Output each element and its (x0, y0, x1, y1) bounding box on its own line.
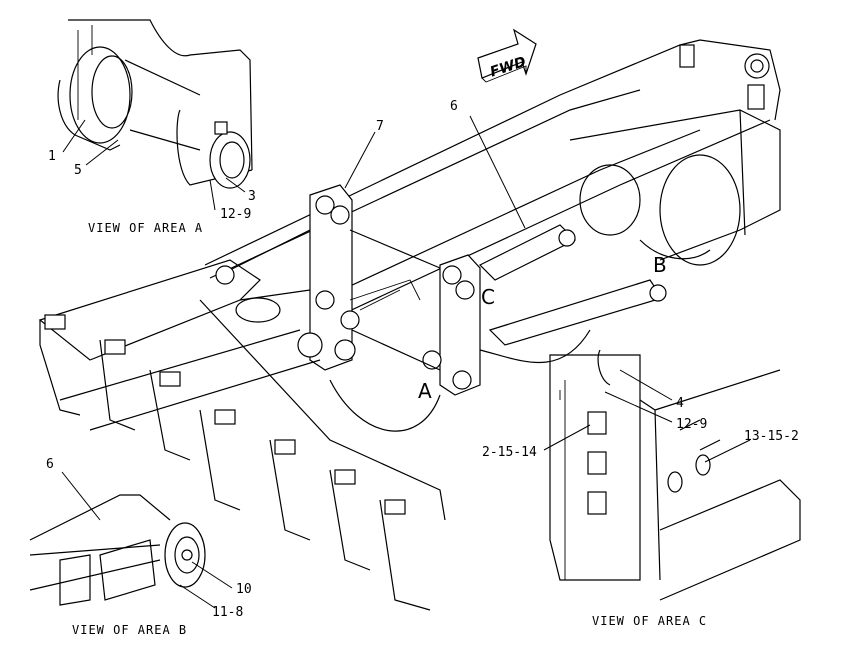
callout-4: 4 (676, 396, 684, 411)
view-area-a-illustration (57, 19, 253, 189)
fwd-arrow: FWD (477, 28, 537, 83)
leader-lines (61, 115, 751, 609)
callout-7: 7 (376, 119, 384, 134)
callout-6-area-b: 6 (46, 457, 54, 472)
view-area-b-illustration (29, 494, 206, 606)
callout-11-8: 11-8 (212, 605, 243, 620)
view-area-c-illustration (549, 349, 801, 601)
area-b-letter: B (653, 253, 667, 277)
callout-13-15-2: 13-15-2 (744, 429, 799, 444)
callout-5: 5 (74, 163, 82, 178)
main-frame-illustration (38, 39, 781, 611)
view-area-c-label: VIEW OF AREA C (592, 614, 707, 628)
view-area-b-label: VIEW OF AREA B (72, 623, 187, 637)
callout-1: 1 (48, 149, 56, 164)
callout-3: 3 (248, 189, 256, 204)
area-c-letter: C (481, 285, 495, 309)
callout-10: 10 (236, 582, 252, 597)
callout-2-15-14: 2-15-14 (482, 445, 537, 460)
callout-12-9-area-c: 12-9 (676, 417, 707, 432)
callout-6-main: 6 (450, 99, 458, 114)
area-a-letter: A (418, 379, 432, 403)
callout-12-9-area-a: 12-9 (220, 207, 251, 222)
view-area-a-label: VIEW OF AREA A (88, 221, 203, 235)
